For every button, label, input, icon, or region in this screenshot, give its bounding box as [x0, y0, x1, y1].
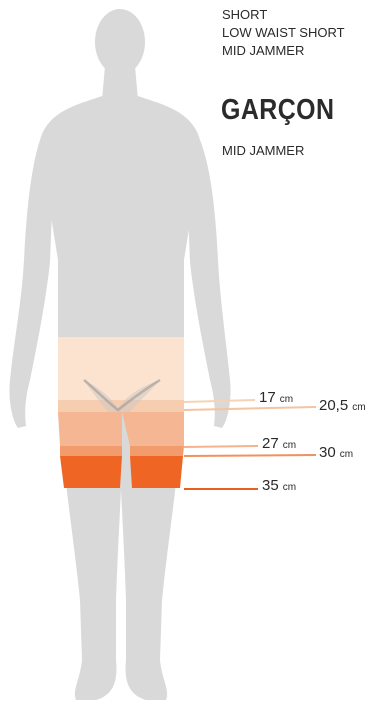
style-list: SHORT LOW WAIST SHORT MID JAMMER: [222, 6, 345, 60]
line-20-5cm: [184, 407, 316, 410]
measure-35: 35 cm: [262, 477, 296, 494]
boy-style: MID JAMMER: [222, 143, 304, 158]
measure-value: 20,5: [319, 397, 348, 414]
jammer-bands: [58, 337, 184, 488]
measure-value: 30: [319, 444, 336, 461]
measure-unit: cm: [352, 402, 365, 413]
measure-30: 30 cm: [319, 444, 353, 461]
boy-heading: GARÇON: [221, 94, 334, 127]
measure-unit: cm: [283, 482, 296, 493]
line-30cm: [184, 455, 316, 456]
measure-20-5: 20,5 cm: [319, 397, 366, 414]
measure-27: 27 cm: [262, 435, 296, 452]
measure-unit: cm: [340, 449, 353, 460]
band-jammer: [60, 446, 184, 456]
measure-unit: cm: [280, 394, 293, 405]
measure-value: 35: [262, 477, 279, 494]
measure-value: 27: [262, 435, 279, 452]
measurement-lines: [184, 400, 316, 489]
measure-value: 17: [259, 389, 276, 406]
style-low-waist-short: LOW WAIST SHORT: [222, 24, 345, 42]
line-17cm: [184, 400, 255, 402]
style-mid-jammer: MID JAMMER: [222, 42, 345, 60]
line-27cm: [184, 446, 258, 447]
style-short: SHORT: [222, 6, 345, 24]
measure-17: 17 cm: [259, 389, 293, 406]
measure-unit: cm: [283, 440, 296, 451]
